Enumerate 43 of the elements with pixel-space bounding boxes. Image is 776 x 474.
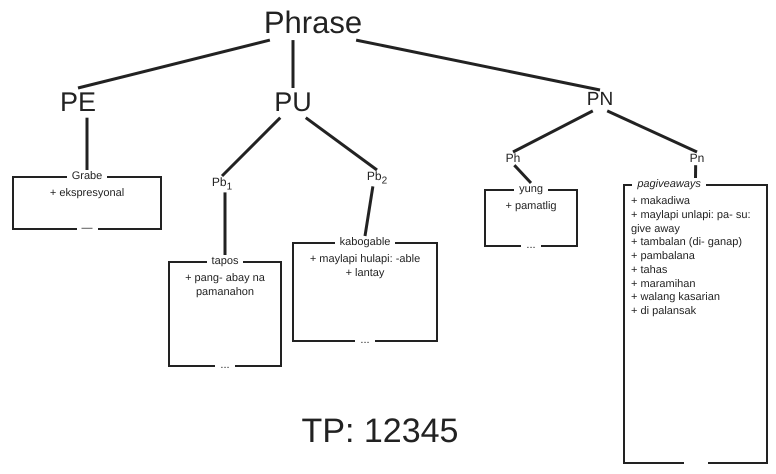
tree-label: Phrase	[262, 6, 364, 40]
box-heading: kabogable	[340, 236, 390, 250]
feature-text: + walang kasarian	[631, 291, 720, 305]
feature-text: + maylapi hulapi: -able	[310, 253, 420, 267]
tree-branch	[606, 110, 698, 154]
tree-label: Ph	[504, 152, 522, 166]
tree-branch	[512, 110, 594, 154]
feature-text: + tambalan (di- ganap)	[631, 236, 742, 250]
tree-branch	[224, 192, 226, 255]
continuation-mark: ...	[220, 359, 230, 373]
tree-label: Pn	[688, 152, 706, 166]
tree-branch	[364, 186, 374, 236]
tree-label: PN	[584, 90, 616, 111]
continuation-mark: ...	[526, 239, 536, 253]
feature-text: + makadiwa	[631, 195, 690, 209]
tree-label: PU	[272, 88, 314, 118]
feature-text: + pang- abay na pamanahon	[184, 272, 266, 300]
feature-text: + maramihan	[631, 278, 696, 292]
tree-label: Pb$_{1}$	[210, 176, 234, 192]
box-heading: yung	[519, 183, 543, 197]
tree-branch	[292, 40, 294, 88]
box-heading: Grabe	[72, 170, 102, 184]
continuation-mark: —	[82, 222, 92, 236]
tree-branch	[86, 118, 88, 170]
tree-label: PE	[58, 88, 98, 118]
feature-text: + pamatlig	[505, 200, 557, 214]
box-heading: pagiveaways	[637, 178, 701, 192]
feature-text: + maylapi unlapi: pa- su: give away	[631, 208, 752, 236]
tree-branch	[356, 38, 600, 92]
tree-branch	[304, 116, 378, 172]
caption-text: TP: 12345	[302, 412, 458, 451]
continuation-mark: ...	[360, 334, 370, 348]
box-heading: tapos	[212, 255, 238, 269]
feature-text: + pambalana	[631, 250, 695, 264]
tree-branch	[78, 38, 270, 90]
feature-text: + lantay	[346, 266, 384, 280]
feature-text: + tahas	[631, 264, 668, 278]
tree-branch	[694, 165, 698, 178]
tree-branch	[220, 116, 282, 178]
feature-text: + di palansak	[631, 305, 696, 319]
feature-text: + ekspresyonal	[50, 187, 124, 201]
tree-label: Pb$_{2}$	[364, 170, 390, 186]
tree-branch	[513, 164, 532, 184]
